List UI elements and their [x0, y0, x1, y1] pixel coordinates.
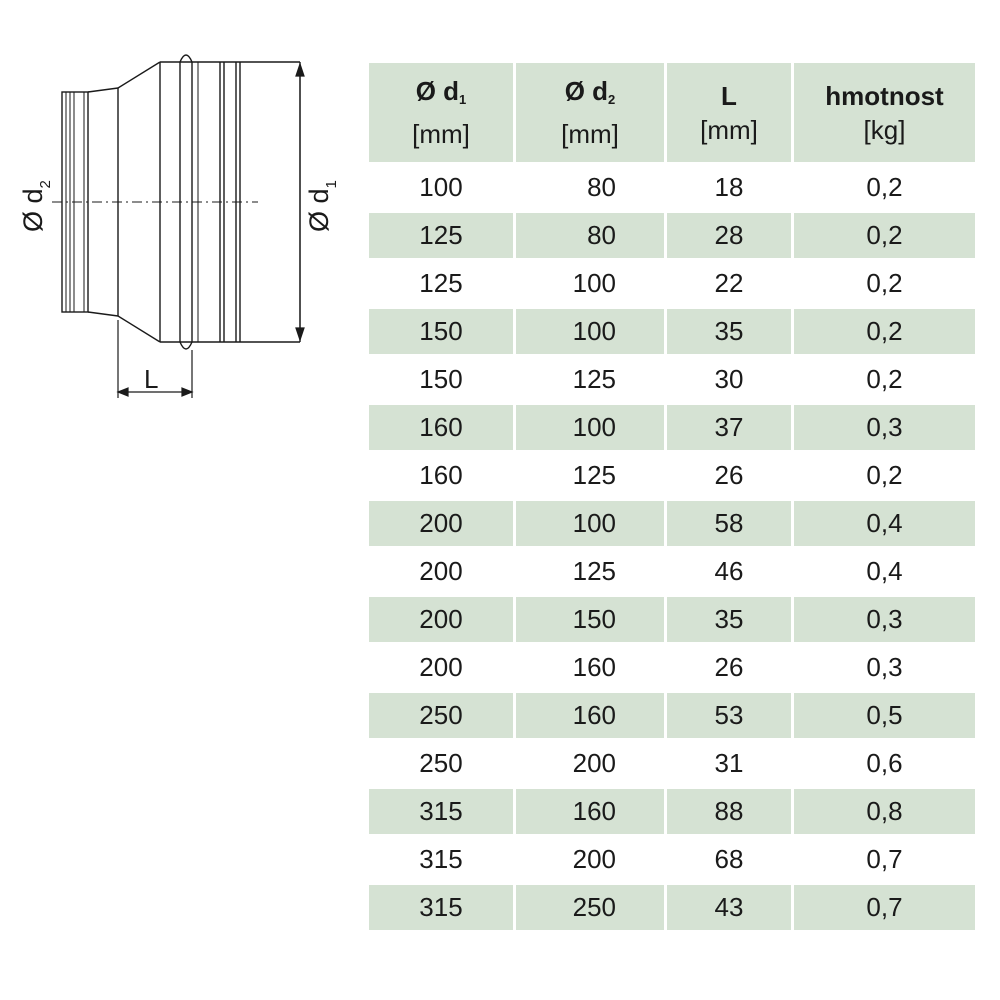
- dimensions-table: Ø d1 [mm] Ø d2 [mm] L [mm] hmotnost [kg]…: [366, 60, 978, 933]
- cell-mass: 0,2: [866, 268, 903, 298]
- cell-d2: 160: [516, 789, 664, 834]
- svg-text:Ø d2: Ø d2: [18, 180, 54, 232]
- cell-length: 26: [714, 652, 744, 682]
- cell-d1: 100: [419, 172, 463, 202]
- table-header-row: Ø d1 [mm] Ø d2 [mm] L [mm] hmotnost [kg]: [369, 63, 975, 162]
- svg-text:Ø d1: Ø d1: [304, 180, 340, 232]
- cone-top-edge: [117, 61, 161, 89]
- cell-d2: 100: [516, 309, 664, 354]
- cell-length: 30: [714, 364, 744, 394]
- cell-d1: 250: [369, 693, 513, 738]
- table-row: 150 125 30 0,2: [369, 357, 975, 402]
- cell-length: 22: [714, 268, 744, 298]
- cell-d1: 150: [369, 309, 513, 354]
- cell-length: 53: [667, 693, 791, 738]
- cell-d1: 315: [369, 885, 513, 930]
- cell-d2: 80: [587, 172, 616, 202]
- L-label: L: [144, 364, 158, 394]
- cell-length: 37: [667, 405, 791, 450]
- cell-mass: 0,4: [866, 556, 903, 586]
- cell-d2: 100: [516, 405, 664, 450]
- d1-label: Ø d1: [304, 180, 340, 232]
- cell-d1: 200: [369, 501, 513, 546]
- cell-d2: 150: [516, 597, 664, 642]
- header-mass: hmotnost [kg]: [794, 63, 975, 162]
- cell-d2: 100: [516, 501, 664, 546]
- cell-length: 31: [714, 748, 744, 778]
- d1-dimension: [295, 62, 305, 342]
- cell-length: 88: [667, 789, 791, 834]
- cell-d1: 125: [419, 268, 463, 298]
- cell-mass: 0,8: [794, 789, 975, 834]
- cell-mass: 0,2: [866, 172, 903, 202]
- table-row: 200 160 26 0,3: [369, 645, 975, 690]
- sealing-ring: [179, 54, 193, 350]
- cell-length: 28: [667, 213, 791, 258]
- cell-mass: 0,4: [794, 501, 975, 546]
- cell-d2: 200: [572, 748, 616, 778]
- cell-d1: 125: [369, 213, 513, 258]
- cell-mass: 0,5: [794, 693, 975, 738]
- cell-length: 18: [714, 172, 744, 202]
- cell-d1: 150: [419, 364, 463, 394]
- cell-d2: 250: [516, 885, 664, 930]
- cell-mass: 0,2: [866, 460, 903, 490]
- cell-d1: 200: [419, 556, 463, 586]
- cell-d1: 200: [419, 652, 463, 682]
- cell-length: 35: [667, 597, 791, 642]
- cell-mass: 0,3: [866, 652, 903, 682]
- cell-d2: 125: [572, 460, 616, 490]
- table-row: 200 125 46 0,4: [369, 549, 975, 594]
- cell-d1: 315: [369, 789, 513, 834]
- cell-length: 46: [714, 556, 744, 586]
- cell-d1: 315: [419, 844, 463, 874]
- cell-d2: 160: [516, 693, 664, 738]
- cell-length: 68: [714, 844, 744, 874]
- cell-d1: 200: [369, 597, 513, 642]
- cell-length: 58: [667, 501, 791, 546]
- cell-d2: 125: [572, 364, 616, 394]
- cone-bottom-edge: [117, 315, 161, 343]
- table-row: 250 200 31 0,6: [369, 741, 975, 786]
- cell-d1: 250: [419, 748, 463, 778]
- cell-mass: 0,2: [866, 364, 903, 394]
- header-length: L [mm]: [667, 63, 791, 162]
- cell-d1: 160: [419, 460, 463, 490]
- cell-d2: 125: [572, 556, 616, 586]
- table-row: 125 100 22 0,2: [369, 261, 975, 306]
- cell-mass: 0,2: [794, 309, 975, 354]
- d2-label: Ø d2: [18, 180, 54, 232]
- cell-d2: 100: [572, 268, 616, 298]
- cell-length: 43: [667, 885, 791, 930]
- table-row: 160 125 26 0,2: [369, 453, 975, 498]
- cell-d1: 160: [369, 405, 513, 450]
- cell-d2: 160: [572, 652, 616, 682]
- L-dimension: [116, 320, 194, 398]
- cell-mass: 0,6: [866, 748, 903, 778]
- cell-mass: 0,3: [794, 597, 975, 642]
- cell-mass: 0,7: [866, 844, 903, 874]
- table-row: 315 200 68 0,7: [369, 837, 975, 882]
- cell-mass: 0,7: [794, 885, 975, 930]
- reducer-drawing: L Ø d2 Ø d1: [18, 54, 340, 398]
- cell-length: 35: [667, 309, 791, 354]
- header-d1: Ø d1 [mm]: [369, 63, 513, 162]
- header-d2: Ø d2 [mm]: [516, 63, 664, 162]
- cell-mass: 0,3: [794, 405, 975, 450]
- cell-d2: 80: [516, 213, 664, 258]
- table-row: 100 80 18 0,2: [369, 165, 975, 210]
- cell-d2: 200: [572, 844, 616, 874]
- cell-mass: 0,2: [794, 213, 975, 258]
- cell-length: 26: [714, 460, 744, 490]
